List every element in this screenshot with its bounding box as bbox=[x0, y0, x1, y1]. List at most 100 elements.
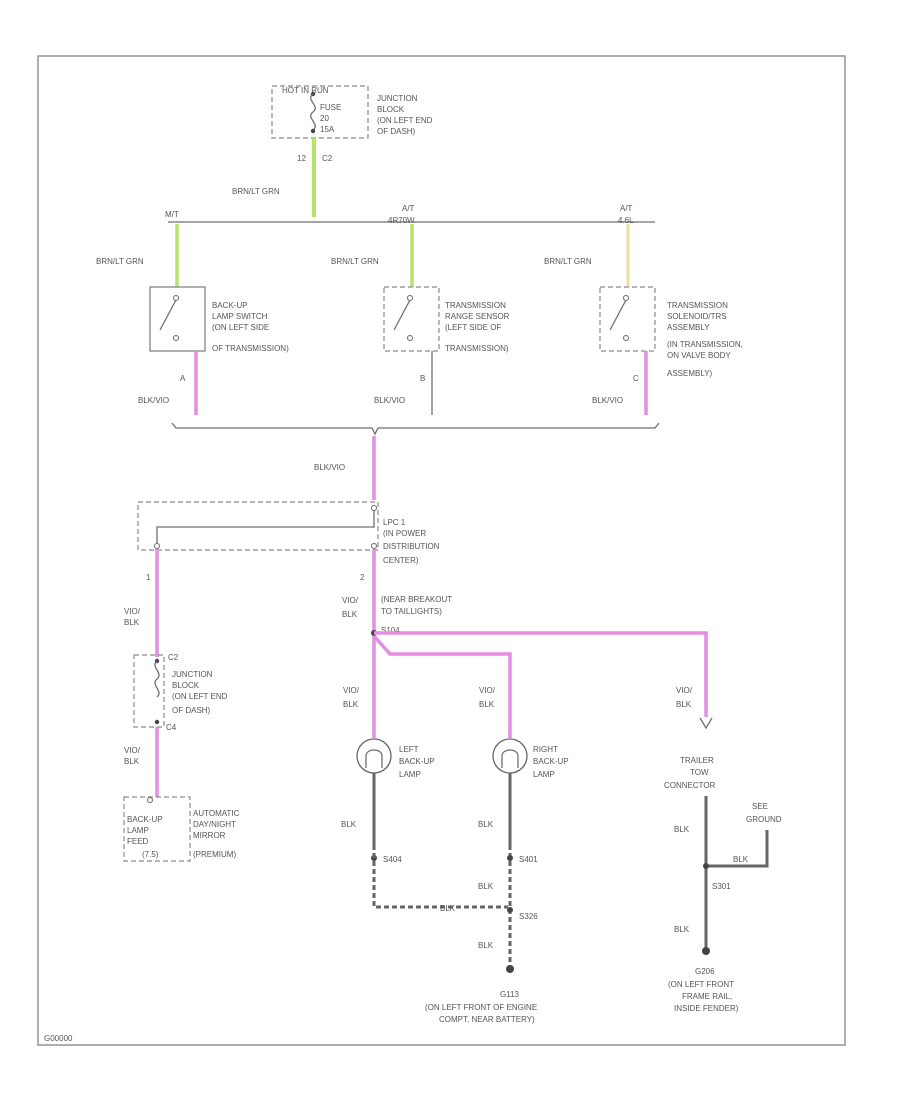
sensor-label-4: (PREMIUM) bbox=[193, 850, 236, 859]
main-branch-wire-label: VIO/ bbox=[342, 596, 359, 605]
trailer-wire-label: VIO/ bbox=[676, 686, 693, 695]
sw1-label-4: OF TRANSMISSION) bbox=[212, 344, 289, 353]
sw3-label-1: TRANSMISSION bbox=[667, 301, 728, 310]
fuse-label-2: 20 bbox=[320, 114, 329, 123]
pdc-label-4: CENTER) bbox=[383, 556, 419, 565]
ground-g206-icon bbox=[702, 947, 710, 955]
sw3-label-6: ASSEMBLY) bbox=[667, 369, 713, 378]
lamp-right-label-3: LAMP bbox=[533, 770, 555, 779]
splice-s301: S301 bbox=[712, 882, 731, 891]
sw1-label-3: (ON LEFT SIDE bbox=[212, 323, 269, 332]
lamp-right-wire-label: VIO/ bbox=[479, 686, 496, 695]
fuse-label-1: FUSE bbox=[320, 103, 341, 112]
sw2-label-1: TRANSMISSION bbox=[445, 301, 506, 310]
junction-block-label-2: BLOCK bbox=[377, 105, 405, 114]
left-branch-wire-top-label-2: BLK bbox=[124, 618, 140, 627]
trailer-gnd-wire-label-2: BLK bbox=[674, 925, 690, 934]
left-jb-pin: C2 bbox=[168, 653, 179, 662]
mid-ground-wire-label: BLK bbox=[440, 904, 456, 913]
pdc-internal-link bbox=[156, 510, 375, 543]
fuse-icon bbox=[310, 91, 316, 134]
sensor-label-1: AUTOMATIC bbox=[193, 809, 240, 818]
branch-mt: M/T bbox=[165, 210, 179, 219]
sw3-label-2: SOLENOID/TRS bbox=[667, 312, 727, 321]
lamp-right-label-2: BACK-UP bbox=[533, 757, 569, 766]
trailer-side-wire-label: BLK bbox=[733, 855, 749, 864]
lamp-left-gnd-wire-label: BLK bbox=[341, 820, 357, 829]
pdc-terminal-in bbox=[371, 505, 377, 511]
sw2-label-3: (LEFT SIDE OF bbox=[445, 323, 501, 332]
power-distribution-center bbox=[137, 501, 379, 551]
trailer-side-wire bbox=[706, 830, 769, 868]
left-jb-label-4: OF DASH) bbox=[172, 706, 211, 715]
lamp-left-wire-label-2: BLK bbox=[343, 700, 359, 709]
lamp-right-gnd-wire-label: BLK bbox=[478, 820, 494, 829]
right-lamp-feed-wire bbox=[372, 634, 512, 738]
trailer-side-label-1: SEE bbox=[752, 802, 768, 811]
pdc-label-2: (IN POWER bbox=[383, 529, 426, 538]
fuse-junction-block bbox=[271, 85, 369, 139]
junction-block-label-4: OF DASH) bbox=[377, 127, 416, 136]
combine-bracket bbox=[171, 422, 660, 436]
sw3-wire-in-label: BRN/LT GRN bbox=[544, 257, 592, 266]
switch-icon bbox=[393, 295, 413, 341]
splice-s401: S401 bbox=[519, 855, 538, 864]
trailer-label-1: TRAILER bbox=[680, 756, 714, 765]
sw1-label-2: LAMP SWITCH bbox=[212, 312, 268, 321]
transmission-solenoid-assembly bbox=[599, 286, 656, 352]
footer-code: G00000 bbox=[44, 1034, 73, 1043]
ground-right-line-3: INSIDE FENDER) bbox=[674, 1004, 739, 1013]
trailer-label-2: TOW bbox=[690, 768, 709, 777]
sw3-label-4: (IN TRANSMISSION, bbox=[667, 340, 743, 349]
ground-left-line-2: COMPT, NEAR BATTERY) bbox=[439, 1015, 535, 1024]
pdc-label-3: DISTRIBUTION bbox=[383, 542, 440, 551]
trailer-connector-icon bbox=[699, 717, 713, 730]
left-branch-wire-bottom-label: VIO/ bbox=[124, 746, 141, 755]
pdc-terminal-right bbox=[371, 543, 377, 549]
trailer-feed-wire bbox=[374, 631, 708, 717]
trailer-side-label-2: GROUND bbox=[746, 815, 782, 824]
fuse-hot-in-run: HOT IN RUN bbox=[282, 86, 329, 95]
breakout-label-2: TO TAILLIGHTS) bbox=[381, 607, 442, 616]
fuse-pin: 12 bbox=[297, 154, 306, 163]
left-jb-pin-2: C4 bbox=[166, 723, 177, 732]
lamp-left-label-3: LAMP bbox=[399, 770, 421, 779]
backup-lamp-switch bbox=[149, 286, 206, 352]
left-backup-lamp-icon bbox=[356, 738, 392, 774]
relay-label-2: LAMP bbox=[127, 826, 149, 835]
branch-at1-sub: 4R70W bbox=[388, 216, 415, 225]
splice-s401-dot bbox=[507, 855, 513, 861]
left-ground-path bbox=[372, 845, 508, 909]
relay-label-3: FEED bbox=[127, 837, 149, 846]
right-backup-lamp-icon bbox=[492, 738, 528, 774]
sw2-label-2: RANGE SENSOR bbox=[445, 312, 510, 321]
fuse-connector: C2 bbox=[322, 154, 333, 163]
branch-at2-sub: 4.6L bbox=[618, 216, 634, 225]
left-jb-label-1: JUNCTION bbox=[172, 670, 213, 679]
lamp-right-gnd-wire-label-3: BLK bbox=[478, 941, 494, 950]
sw3-pin: C bbox=[633, 374, 639, 383]
ground-left-id: G113 bbox=[500, 990, 520, 999]
lamp-right-wire-label-2: BLK bbox=[479, 700, 495, 709]
branch-at1: A/T bbox=[402, 204, 415, 213]
mirror-terminal bbox=[147, 797, 153, 803]
ground-g113-icon bbox=[506, 965, 514, 973]
ground-right-line-2: FRAME RAIL, bbox=[682, 992, 732, 1001]
combined-wire-label: BLK/VIO bbox=[314, 463, 345, 472]
splice-s326: S326 bbox=[519, 912, 538, 921]
relay-label-4: (7.5) bbox=[142, 850, 159, 859]
sw1-wire-in-label: BRN/LT GRN bbox=[96, 257, 144, 266]
diagram-frame bbox=[37, 55, 846, 1046]
relay-label-1: BACK-UP bbox=[127, 815, 163, 824]
branch-at2: A/T bbox=[620, 204, 633, 213]
fuse-icon bbox=[154, 658, 160, 725]
fuse-label-3: 15A bbox=[320, 125, 335, 134]
left-jb-label-3: (ON LEFT END bbox=[172, 692, 228, 701]
sw3-label-3: ASSEMBLY bbox=[667, 323, 710, 332]
main-branch-wire-label-2: BLK bbox=[342, 610, 358, 619]
lamp-left-wire-label: VIO/ bbox=[343, 686, 360, 695]
trailer-wire-label-2: BLK bbox=[676, 700, 692, 709]
left-jb-label-2: BLOCK bbox=[172, 681, 200, 690]
sw2-wire-out-label: BLK/VIO bbox=[374, 396, 405, 405]
